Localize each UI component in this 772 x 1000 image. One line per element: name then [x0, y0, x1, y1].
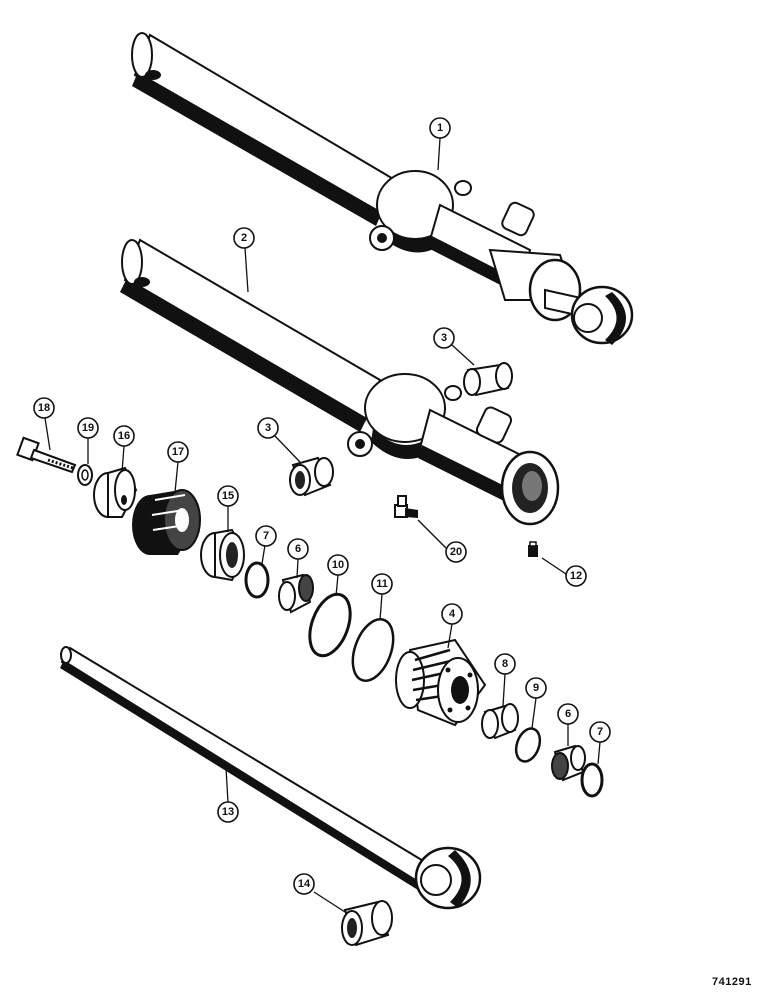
callout-1-label: 1 [437, 122, 443, 134]
callout-6-lower: 6 [557, 703, 579, 725]
piston [132, 489, 201, 555]
callout-17-label: 17 [172, 446, 184, 458]
grease-fitting [394, 495, 418, 518]
callout-10: 10 [327, 554, 349, 576]
callout-18-label: 18 [38, 402, 50, 414]
callout-6-upper-label: 6 [295, 543, 301, 555]
set-screw [528, 541, 538, 557]
callout-14-label: 14 [298, 878, 311, 890]
callout-3-upper: 3 [433, 327, 455, 349]
bushing-rod-eye [341, 900, 393, 947]
callout-6-lower-label: 6 [565, 708, 571, 720]
callout-15: 15 [217, 485, 239, 507]
washer [77, 464, 93, 486]
wiper [481, 703, 519, 740]
backup-ring-upper [278, 573, 314, 614]
callout-19: 19 [77, 417, 99, 439]
callout-6-upper: 6 [287, 538, 309, 560]
cylinder-barrel [120, 238, 560, 526]
callout-12: 12 [565, 565, 587, 587]
callout-18: 18 [33, 397, 55, 419]
callout-7-lower-label: 7 [597, 726, 603, 738]
bushing-lower [289, 456, 334, 497]
callout-13: 13 [217, 801, 239, 823]
callout-2: 2 [233, 227, 255, 249]
callout-1: 1 [429, 117, 451, 139]
callout-7-upper-label: 7 [263, 530, 269, 542]
cylinder-head [395, 638, 487, 727]
callout-17: 17 [167, 441, 189, 463]
seal-ring [200, 528, 246, 582]
callout-11-label: 11 [376, 578, 388, 590]
callout-14: 14 [293, 873, 315, 895]
callout-20-label: 20 [450, 546, 462, 558]
backup-ring-large [351, 618, 395, 682]
callout-7-upper: 7 [255, 525, 277, 547]
callout-19-label: 19 [82, 422, 94, 434]
callout-10-label: 10 [332, 559, 344, 571]
callout-2-label: 2 [241, 232, 247, 244]
callout-4-label: 4 [449, 608, 456, 620]
o-ring-lower [580, 762, 604, 798]
callout-11: 11 [371, 573, 393, 595]
callout-3-lower-label: 3 [265, 422, 271, 434]
bushing-upper [463, 362, 513, 397]
callout-7-lower: 7 [589, 721, 611, 743]
cylinder-assembly [131, 32, 634, 345]
o-ring-large [308, 592, 352, 658]
piston-rod [60, 646, 482, 910]
callout-8-label: 8 [502, 658, 508, 670]
callout-3-upper-label: 3 [441, 332, 447, 344]
leader-lines [44, 137, 601, 913]
callout-20: 20 [445, 541, 467, 563]
callout-16: 16 [113, 425, 135, 447]
callout-12-label: 12 [570, 570, 582, 582]
bolt [16, 436, 77, 474]
callout-8: 8 [494, 653, 516, 675]
nut [93, 466, 138, 518]
o-ring-upper [244, 561, 270, 599]
drawing-number: 741291 [712, 976, 752, 988]
callout-13-label: 13 [222, 806, 234, 818]
callout-4: 4 [441, 603, 463, 625]
callout-16-label: 16 [118, 430, 130, 442]
callout-9: 9 [525, 677, 547, 699]
callout-15-label: 15 [222, 490, 234, 502]
callout-3-lower: 3 [257, 417, 279, 439]
callout-9-label: 9 [533, 682, 539, 694]
snap-ring [514, 727, 542, 763]
backup-ring-lower [551, 744, 586, 782]
